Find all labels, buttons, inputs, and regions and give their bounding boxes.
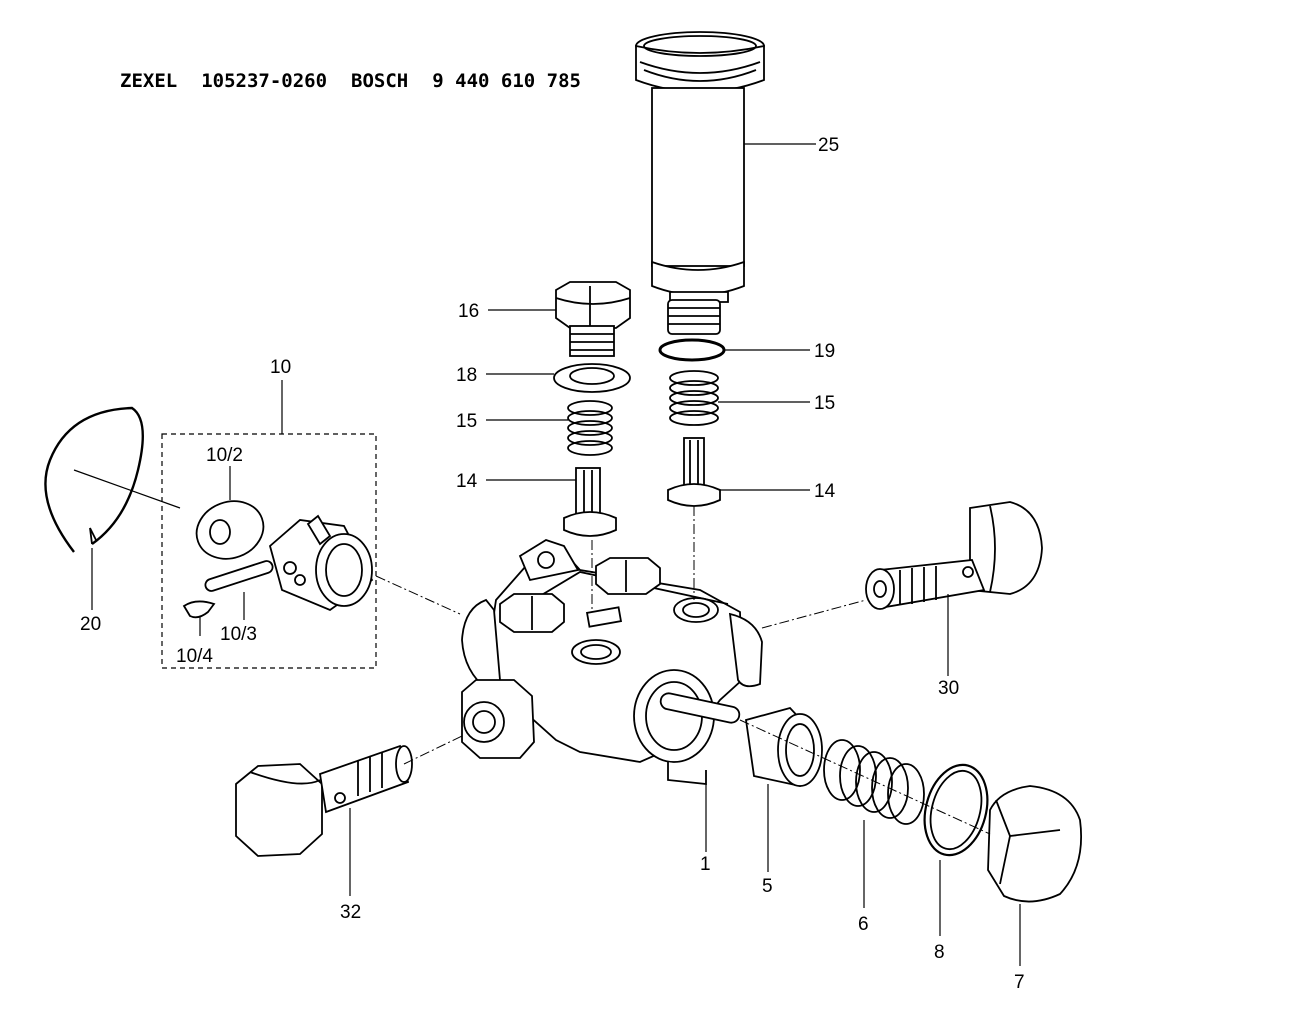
callout-10-3: 10/3: [220, 624, 257, 645]
callout-5: 5: [762, 876, 773, 897]
drawing-title: ZEXEL 105237-0260 BOSCH 9 440 610 785: [120, 70, 605, 92]
maker-bosch: BOSCH: [351, 70, 409, 92]
callout-10-2: 10/2: [206, 445, 243, 466]
callout-7: 7: [1014, 972, 1025, 993]
part-banjo-bolt-32: [235, 744, 413, 857]
callout-25: 25: [818, 135, 839, 156]
part-cap-7: [987, 785, 1083, 903]
callout-8: 8: [934, 942, 945, 963]
part-spring-15-right: [669, 370, 719, 426]
callout-6: 6: [858, 914, 869, 935]
part-valve-14-left: [563, 467, 617, 537]
part-valve-14-right: [667, 437, 721, 507]
part-circlip-20: [44, 406, 144, 553]
part-pump-body: [461, 539, 763, 785]
callout-15-right: 15: [814, 393, 835, 414]
callout-32: 32: [340, 902, 361, 923]
callout-14-left: 14: [456, 471, 478, 492]
callout-18: 18: [456, 365, 477, 386]
bosch-part-number: 9 440 610 785: [432, 70, 581, 92]
part-washer-18: [553, 363, 631, 393]
callout-10: 10: [270, 357, 291, 378]
leader-lines: [73, 143, 1021, 966]
part-plug-16: [555, 281, 631, 357]
center-lines: [375, 506, 991, 835]
callout-30: 30: [938, 678, 959, 699]
callout-1: 1: [700, 854, 711, 875]
part-assembly-10: [161, 433, 377, 669]
part-primer-pump: [635, 31, 765, 335]
part-sleeve-5: [744, 706, 823, 788]
maker-zexel: ZEXEL: [120, 70, 178, 92]
zexel-part-number: 105237-0260: [201, 70, 328, 92]
callout-14-right: 14: [814, 481, 836, 502]
part-gasket-8: [923, 763, 989, 857]
callout-15-left: 15: [456, 411, 477, 432]
part-snap-ring-19: [658, 338, 726, 362]
part-spring-15-left: [567, 400, 613, 456]
part-spring-6: [823, 739, 925, 825]
callout-labels: 25 19 15 14 16 18 15 14 10 10/2 10/3 10/…: [80, 135, 1025, 993]
part-banjo-bolt-30: [865, 501, 1043, 610]
callout-20: 20: [80, 614, 101, 635]
callout-16: 16: [458, 301, 479, 322]
callout-10-4: 10/4: [176, 646, 213, 667]
callout-19: 19: [814, 341, 835, 362]
